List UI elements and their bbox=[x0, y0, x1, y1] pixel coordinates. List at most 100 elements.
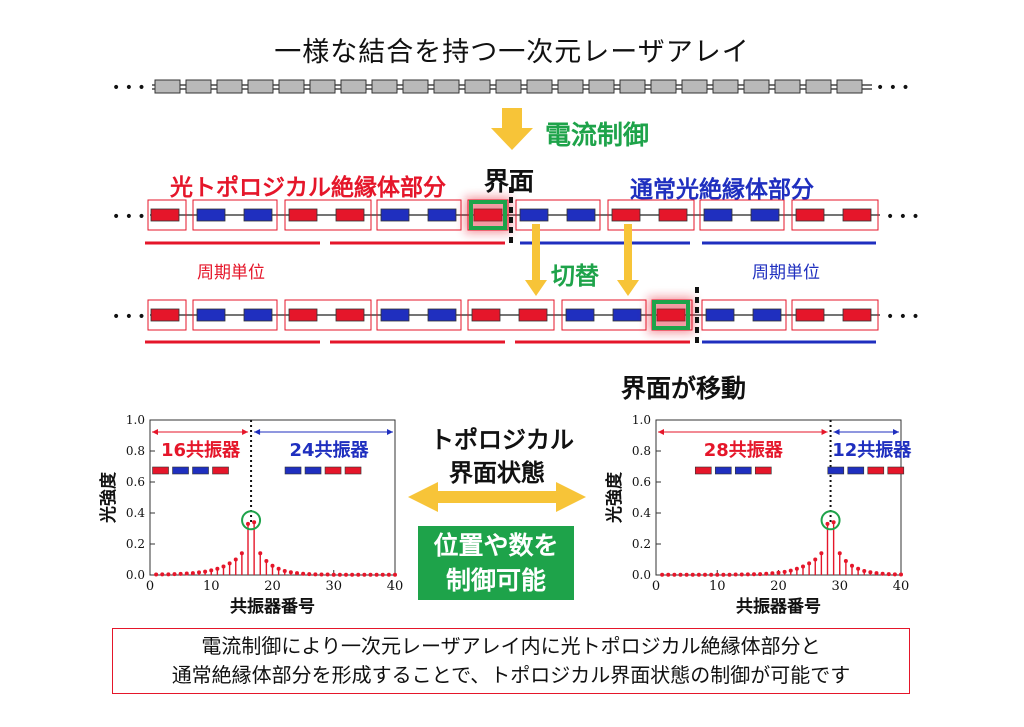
gray-resonator bbox=[681, 79, 708, 94]
gray-resonator bbox=[526, 79, 553, 94]
blue-resonator bbox=[243, 208, 273, 222]
gray-resonator bbox=[619, 79, 646, 94]
row-before-interface-marker bbox=[469, 200, 507, 230]
chart-right-stem-marker bbox=[850, 563, 854, 568]
chart-right-stem-marker bbox=[819, 551, 824, 556]
chart-left-left-arrowhead-l bbox=[152, 429, 158, 435]
chart-right-stem-marker bbox=[745, 572, 750, 577]
gray-resonator bbox=[216, 79, 243, 94]
chart-left-pictogram-resonator bbox=[344, 466, 362, 475]
topological-state-line1: トポロジカル bbox=[430, 426, 574, 454]
red-resonator bbox=[471, 308, 501, 322]
row-after-unit-cell bbox=[147, 299, 187, 331]
chart-right-left-arrowhead-l bbox=[658, 429, 664, 435]
chart-left-ytick-label: 1.0 bbox=[126, 413, 145, 427]
red-resonator bbox=[150, 208, 180, 222]
chart-right-pictogram-resonator bbox=[754, 466, 772, 475]
chart-right-stem-marker bbox=[660, 572, 665, 577]
chart-right-ytick-label: 0.4 bbox=[632, 506, 651, 520]
gray-resonator bbox=[464, 79, 491, 94]
blue-resonator bbox=[380, 308, 410, 322]
chart-right-stem-marker bbox=[733, 572, 738, 577]
caption-line1: 電流制御により一次元レーザアレイ内に光トポロジカル絶縁体部分と bbox=[201, 634, 821, 658]
red-resonator bbox=[658, 208, 688, 222]
red-resonator bbox=[795, 308, 825, 322]
ellipsis-row1-right: • • • bbox=[886, 209, 920, 225]
blue-resonator bbox=[427, 308, 457, 322]
topological-state-line2: 界面状態 bbox=[449, 459, 545, 487]
row-after-unit-cell bbox=[561, 299, 647, 331]
chart-right-stem-marker bbox=[782, 569, 787, 574]
chart-left-y-axis-label: 光強度 bbox=[98, 471, 119, 524]
blue-resonator bbox=[380, 208, 410, 222]
chart-right-stem-marker bbox=[690, 572, 695, 577]
chart-left-stem-marker bbox=[178, 571, 183, 576]
chart-right-xtick-label: 10 bbox=[709, 579, 726, 594]
chart-right-ytick-label: 1.0 bbox=[632, 413, 651, 427]
gray-resonator bbox=[495, 79, 522, 94]
double-arrow-topological-state bbox=[408, 482, 586, 512]
chart-right-stem-marker bbox=[862, 568, 867, 573]
chart-left-stem-marker bbox=[393, 572, 397, 577]
gray-resonator bbox=[402, 79, 429, 94]
chart-left-stem-marker bbox=[350, 572, 355, 577]
chart-left-stem-marker bbox=[356, 572, 361, 577]
red-resonator bbox=[518, 308, 548, 322]
chart-left-pictogram-resonator bbox=[172, 466, 189, 475]
chart-right-stem-marker bbox=[684, 572, 689, 577]
switch-arrow-left-shaft bbox=[532, 224, 540, 282]
interface-moves-label: 界面が移動 bbox=[621, 374, 747, 403]
chart-right-right-region-label: 12共振器 bbox=[832, 439, 912, 461]
red-resonator bbox=[842, 308, 872, 322]
chart-left-pictogram-resonator bbox=[152, 466, 169, 475]
chart-left-pictogram-resonator bbox=[304, 466, 322, 475]
chart-right-xtick-label: 0 bbox=[652, 579, 660, 594]
ellipsis-row2-right: • • • bbox=[886, 309, 920, 325]
chart-left-xtick-label: 20 bbox=[264, 579, 281, 594]
blue-resonator bbox=[243, 308, 273, 322]
caption-line2: 通常絶縁体部分を形成することで、トポロジカル界面状態の制御が可能です bbox=[171, 663, 851, 687]
red-resonator bbox=[335, 308, 365, 322]
chart-right-stem-marker bbox=[801, 564, 805, 569]
chart-right-xtick-label: 20 bbox=[770, 579, 787, 594]
blue-resonator bbox=[566, 208, 596, 222]
chart-left-pictogram-resonator bbox=[212, 466, 229, 475]
chart-left-stem-marker bbox=[252, 520, 257, 525]
chart-left-stem-marker bbox=[362, 572, 367, 577]
chart-right-pictogram-resonator bbox=[714, 466, 732, 475]
blue-resonator bbox=[750, 208, 780, 222]
chart-right-stem-marker bbox=[843, 559, 848, 564]
chart-right-pictogram-resonator bbox=[694, 466, 712, 475]
gray-resonator bbox=[588, 79, 615, 94]
chart-left-stem-marker bbox=[374, 572, 379, 577]
interface-label: 界面 bbox=[484, 167, 535, 196]
row-before-unit-cell bbox=[515, 199, 601, 231]
gray-resonator bbox=[154, 79, 181, 94]
chart-left-stem-marker bbox=[190, 571, 195, 576]
chart-left-ytick-label: 0.8 bbox=[126, 444, 145, 458]
chart-left-stem-marker bbox=[246, 521, 250, 526]
chart-left-stem-marker bbox=[282, 568, 287, 573]
chart-right-stem-marker bbox=[727, 572, 732, 577]
chart-right-y-axis-label: 光強度 bbox=[604, 471, 625, 524]
chart-left-stem-marker bbox=[331, 572, 336, 577]
chart-right-stem-marker bbox=[813, 557, 818, 562]
ellipsis-row1-left: • • • bbox=[112, 209, 146, 225]
row-before-unit-cell bbox=[607, 199, 695, 231]
down-arrow-current-control bbox=[491, 108, 533, 150]
blue-resonator bbox=[519, 208, 549, 222]
normal-part-label: 通常光絶縁体部分 bbox=[630, 177, 814, 203]
chart-right-ytick-label: 0.0 bbox=[632, 568, 651, 582]
ellipsis-right: • • • bbox=[876, 80, 910, 96]
chart-left-stem-marker bbox=[307, 572, 312, 577]
period-unit-right: 周期単位 bbox=[752, 263, 820, 283]
row-before-unit-cell bbox=[699, 199, 785, 231]
row-after-unit-cell bbox=[376, 299, 462, 331]
chart-right-ytick-label: 0.2 bbox=[632, 537, 651, 551]
page-title: 一様な結合を持つ一次元レーザアレイ bbox=[274, 37, 750, 68]
chart-right-stem-marker bbox=[899, 572, 903, 577]
red-resonator bbox=[335, 208, 365, 222]
row-after-unit-cell bbox=[284, 299, 372, 331]
row-after-interface-marker bbox=[652, 300, 690, 330]
chart-left-stem-marker bbox=[295, 571, 299, 576]
